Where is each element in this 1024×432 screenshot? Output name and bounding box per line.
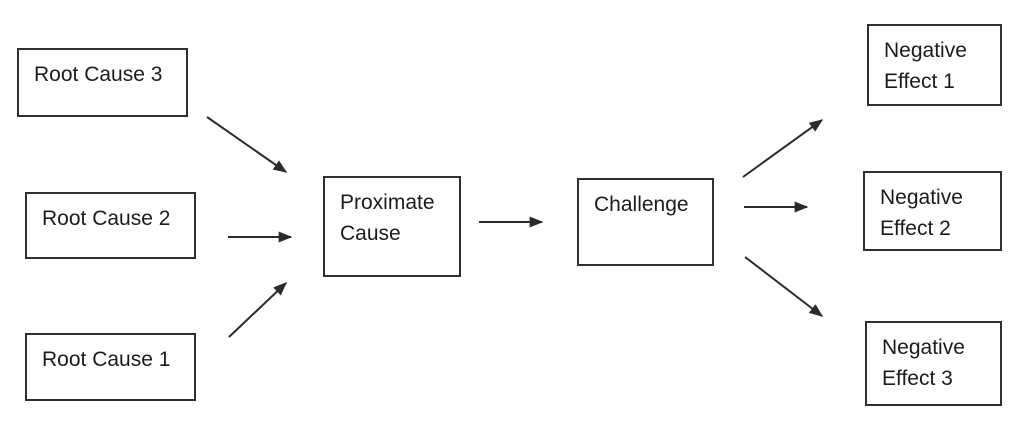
- node-root-cause-2-label: Root Cause 2: [42, 207, 171, 230]
- node-root-cause-1-label: Root Cause 1: [42, 348, 171, 371]
- node-root-cause-1: Root Cause 1: [25, 333, 196, 401]
- node-negative-effect-2-label: Negative Effect 2: [880, 186, 963, 240]
- node-challenge: Challenge: [577, 178, 714, 266]
- node-proximate-cause: Proximate Cause: [323, 176, 461, 277]
- node-root-cause-3-label: Root Cause 3: [34, 63, 163, 86]
- arrow-root-cause-3-to-proximate-cause: [206, 116, 288, 173]
- arrow-challenge-to-negative-effect-1: [742, 119, 824, 178]
- node-challenge-label: Challenge: [594, 193, 689, 216]
- node-negative-effect-3: Negative Effect 3: [865, 321, 1002, 406]
- node-proximate-cause-label: Proximate Cause: [340, 191, 435, 245]
- arrow-root-cause-1-to-proximate-cause: [228, 282, 287, 338]
- node-negative-effect-3-label: Negative Effect 3: [882, 336, 965, 390]
- node-negative-effect-1-label: Negative Effect 1: [884, 39, 967, 93]
- arrow-challenge-to-negative-effect-3: [744, 256, 824, 317]
- node-negative-effect-2: Negative Effect 2: [863, 171, 1002, 251]
- node-negative-effect-1: Negative Effect 1: [867, 24, 1002, 106]
- node-root-cause-2: Root Cause 2: [25, 192, 196, 259]
- node-root-cause-3: Root Cause 3: [17, 48, 188, 117]
